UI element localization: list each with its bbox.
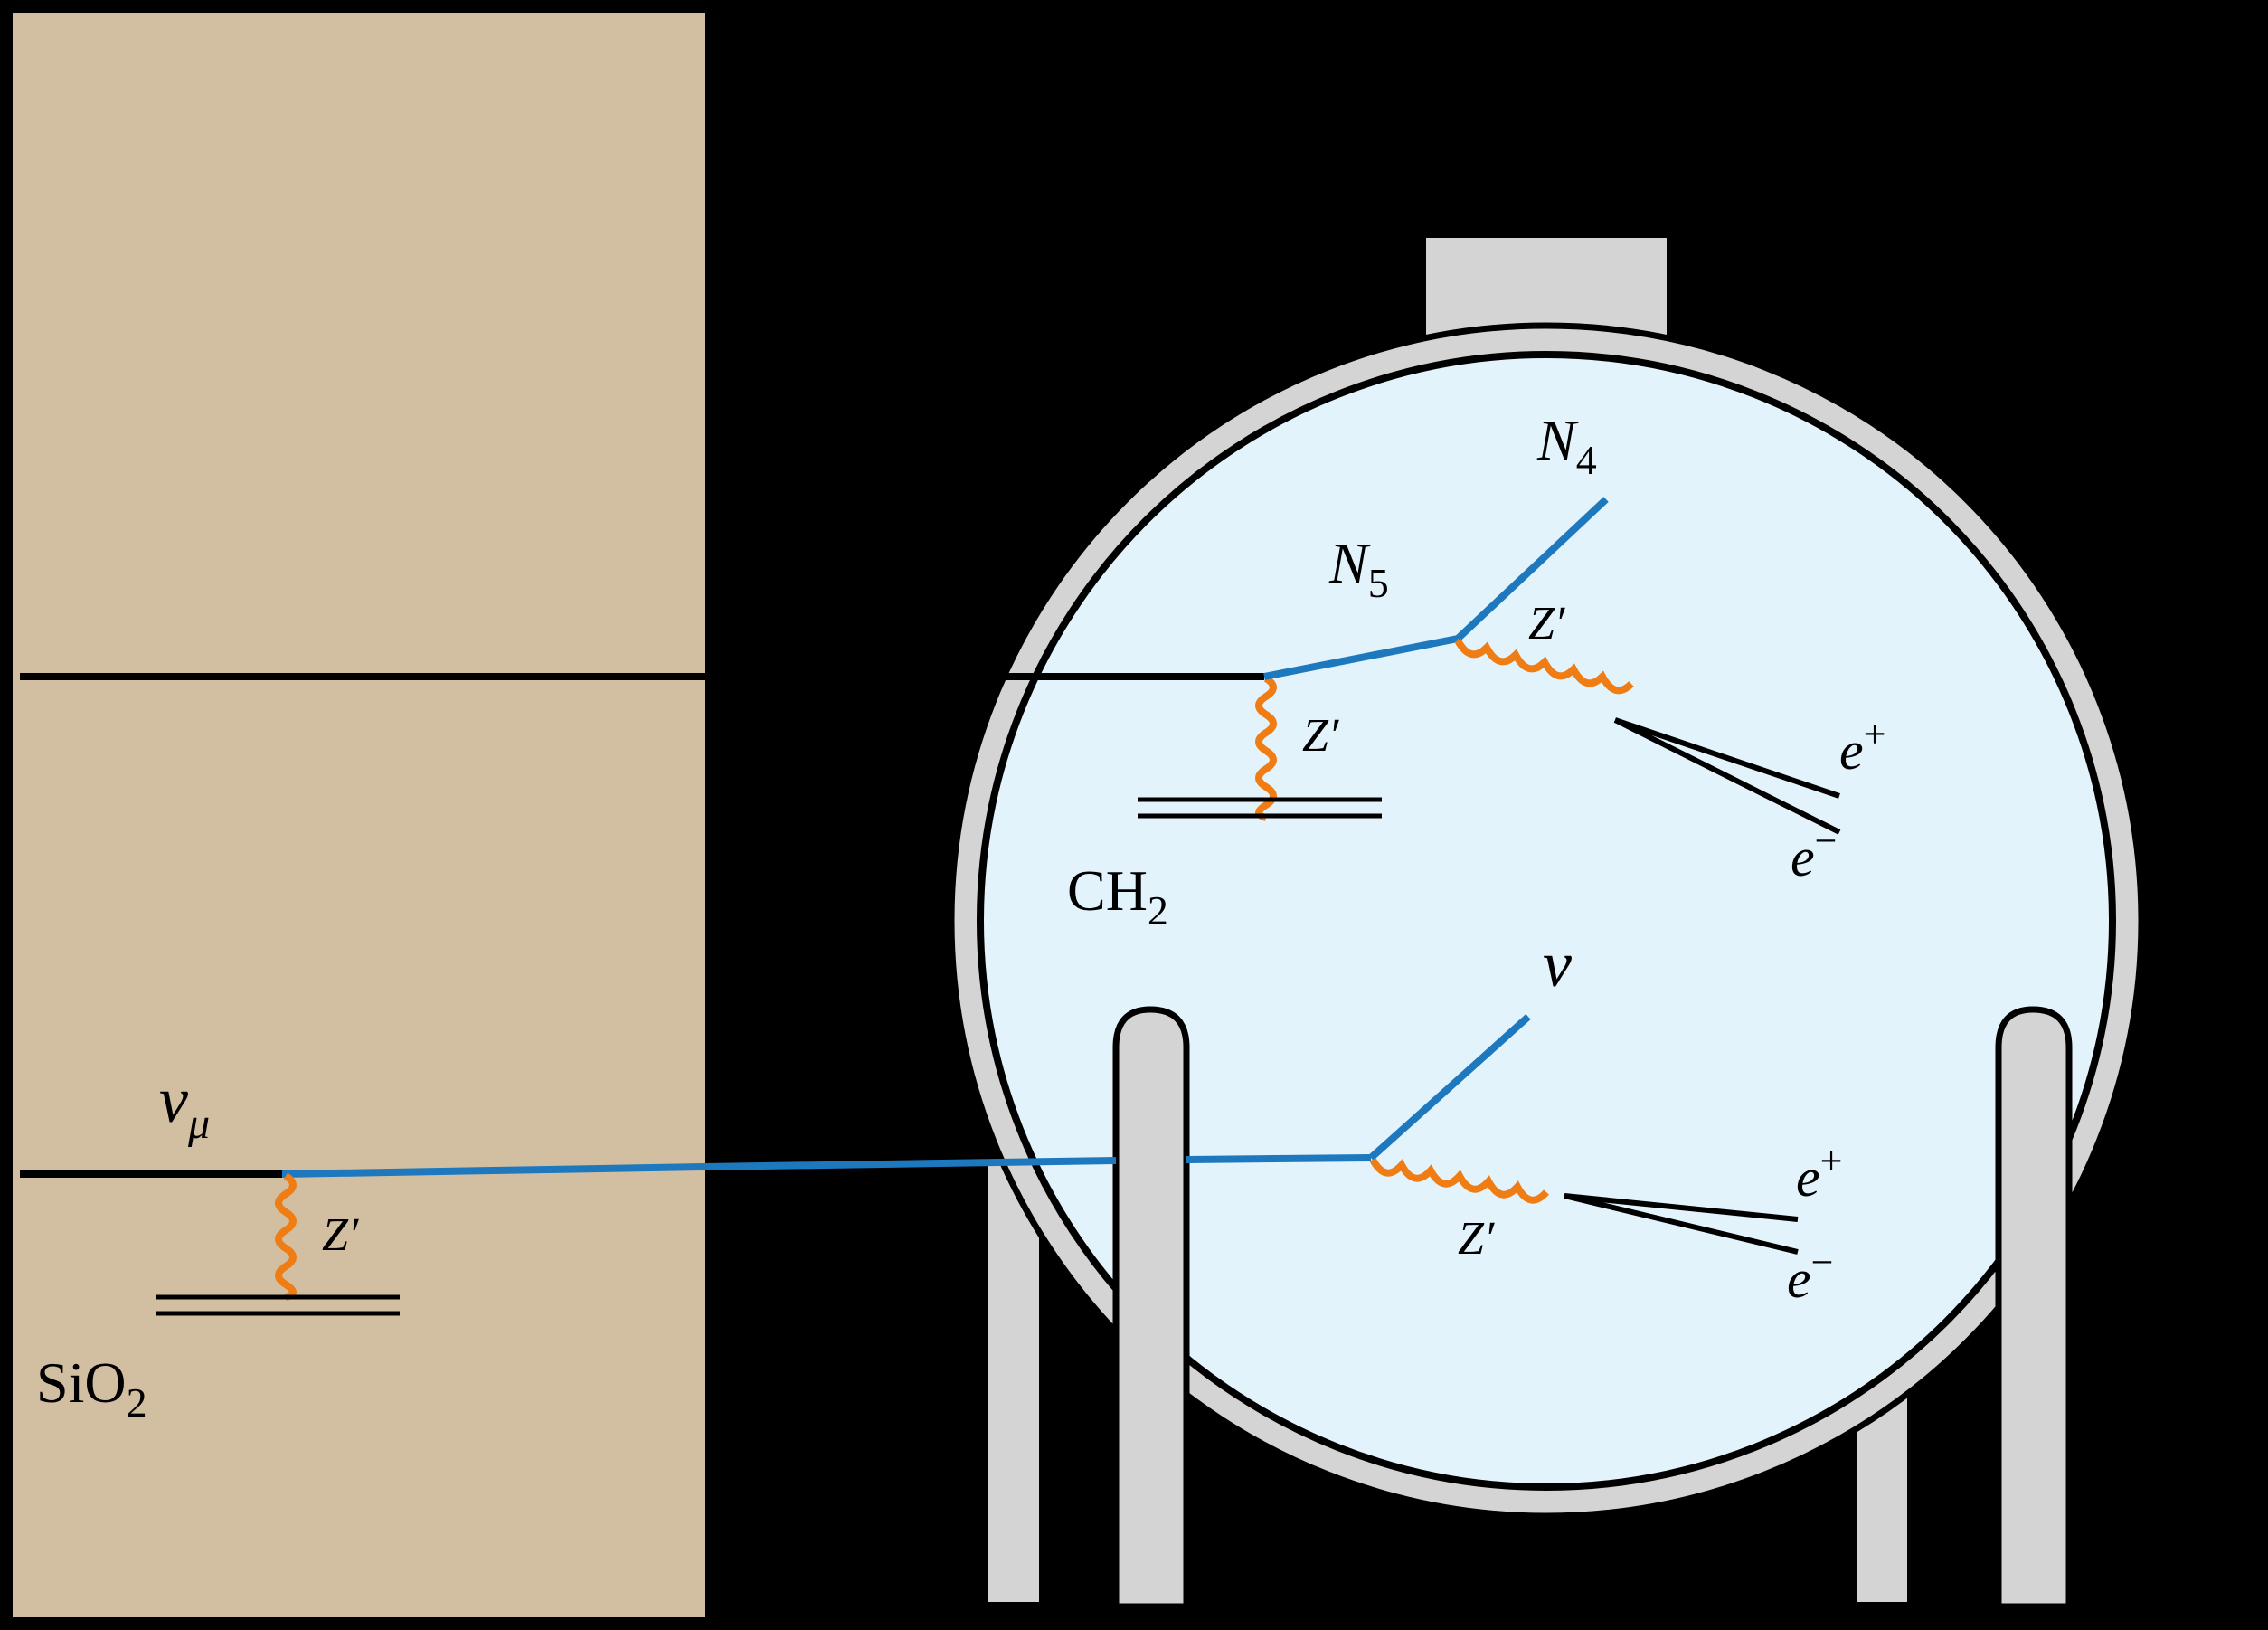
lower-positron-track bbox=[1564, 1193, 1799, 1222]
outgoing-neutrino-label: ν bbox=[1543, 928, 1572, 1000]
z-prime-propagator-rock bbox=[275, 1172, 297, 1301]
upper-positron-label: e+ bbox=[1839, 712, 1885, 781]
lower-positron-label: e+ bbox=[1796, 1139, 1842, 1208]
heavy-n4-label: N4 bbox=[1536, 408, 1597, 483]
n5-line bbox=[1263, 635, 1459, 680]
lower-electron-label: e− bbox=[1787, 1240, 1833, 1309]
rock-block bbox=[13, 13, 705, 1617]
z-prime-decay-upper bbox=[1454, 638, 1634, 695]
z-prime-upper-decay-label: Z′ bbox=[1528, 598, 1566, 649]
z-prime-lower-decay-label: Z′ bbox=[1458, 1213, 1496, 1265]
tank-inner-volume bbox=[977, 351, 2116, 1491]
z-prime-rock-label: Z′ bbox=[322, 1209, 360, 1261]
heavy-neutral-lepton-line-gap bbox=[704, 1157, 1117, 1170]
heavy-n5-label: N5 bbox=[1328, 531, 1389, 606]
incoming-neutrino-label: νμ bbox=[159, 1064, 210, 1148]
n4-line bbox=[1455, 497, 1609, 641]
upper-electron-track bbox=[1613, 717, 1841, 835]
tank-material-label: CH2 bbox=[1067, 858, 1168, 933]
heavy-neutral-lepton-line-tank bbox=[1186, 1154, 1372, 1163]
upper-electron-label: e− bbox=[1791, 819, 1837, 887]
tank-leg-front-right bbox=[1995, 1006, 2073, 1610]
rock-material-label: SiO2 bbox=[36, 1350, 147, 1426]
tank-leg-front-left bbox=[1112, 1006, 1190, 1610]
lower-electron-track bbox=[1564, 1193, 1799, 1255]
heavy-neutral-lepton-line-rock bbox=[281, 1163, 706, 1178]
z-prime-decay-lower bbox=[1369, 1157, 1549, 1204]
z-prime-tank-scatter-label: Z′ bbox=[1302, 710, 1340, 762]
outgoing-neutrino-line bbox=[1368, 1014, 1531, 1161]
upper-positron-track bbox=[1614, 717, 1840, 799]
